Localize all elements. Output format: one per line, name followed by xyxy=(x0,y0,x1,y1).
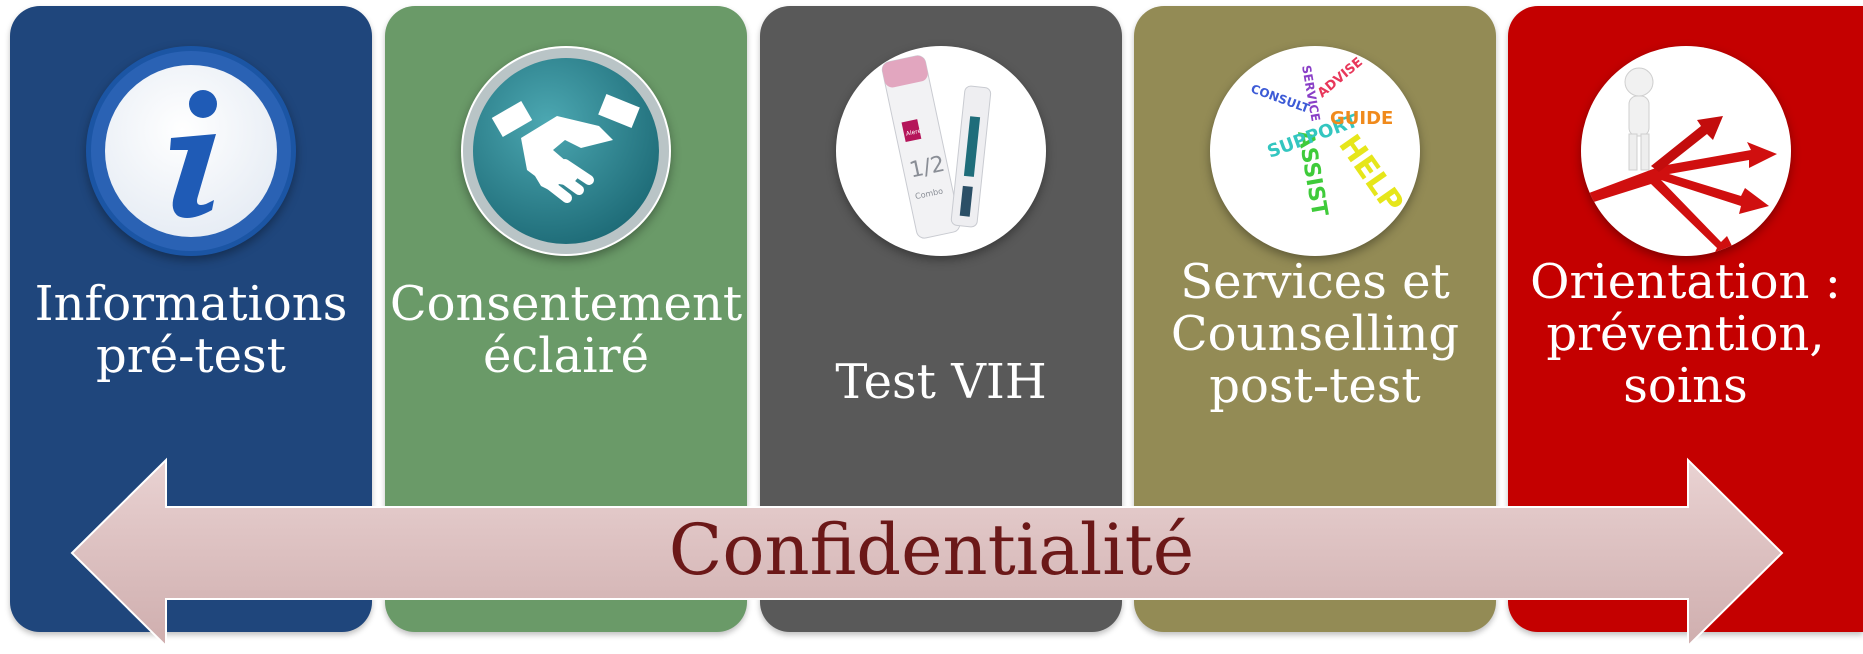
step-line: Consentement xyxy=(389,276,743,332)
step-label-test-vih: Test VIH xyxy=(760,356,1122,408)
panel-consentement: Consentement éclairé xyxy=(385,6,747,632)
info-icon xyxy=(86,46,296,256)
step-label-counselling: Services et Counselling post-test xyxy=(1134,256,1496,412)
word-help: HELP xyxy=(1331,129,1409,220)
step-line: éclairé xyxy=(483,328,649,384)
step-line: Counselling xyxy=(1170,306,1460,362)
step-label-orientation: Orientation : prévention, soins xyxy=(1508,256,1863,412)
step-line: pré-test xyxy=(96,328,286,384)
step-label-consentement: Consentement éclairé xyxy=(385,278,747,382)
help-words-icon: HELP ASSIST SUPPORT GUIDE ADVISE SERVICE… xyxy=(1210,46,1420,256)
confidentiality-label: Confidentialité xyxy=(668,509,1195,591)
step-label-informations: Informations pré-test xyxy=(10,278,372,382)
handshake-icon xyxy=(461,46,671,256)
word-advise: ADVISE xyxy=(1315,55,1366,101)
step-line: Services et xyxy=(1180,254,1450,310)
crossroads-arrows-icon xyxy=(1580,46,1791,256)
word-guide: GUIDE xyxy=(1330,108,1393,129)
step-line: post-test xyxy=(1209,358,1421,414)
step-line: Informations xyxy=(34,276,348,332)
step-line: soins xyxy=(1623,358,1748,414)
hiv-test-strip-icon: Alere 1/2 Combo xyxy=(836,46,1046,256)
step-line: Test VIH xyxy=(835,354,1047,410)
panel-informations: Informations pré-test xyxy=(10,6,372,632)
step-line: Orientation : xyxy=(1530,254,1841,310)
step-line: prévention, xyxy=(1546,306,1825,362)
strip-brand-text: Alere xyxy=(905,128,922,138)
